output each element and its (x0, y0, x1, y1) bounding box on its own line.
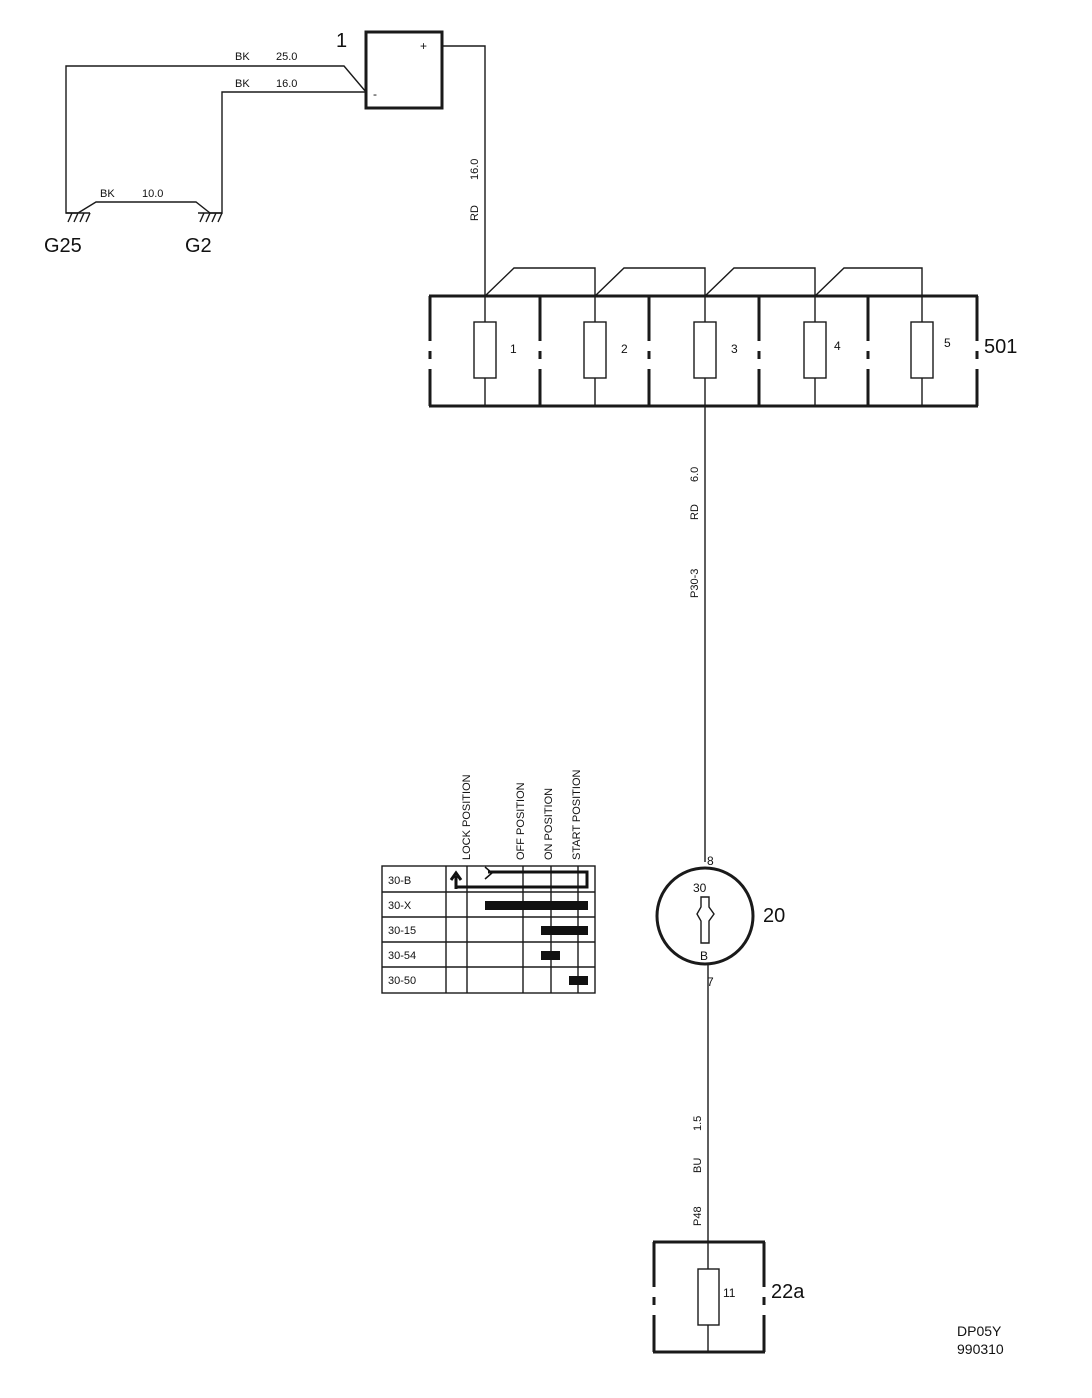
fuse-element (910, 321, 934, 379)
wire-bk-10 (77, 201, 211, 214)
wire-bk-10-size: 10.0 (142, 188, 163, 200)
wire-bk-16-color: BK (235, 78, 250, 90)
wire-bk-16 (210, 91, 366, 214)
ground-label-g2: G2 (185, 235, 212, 257)
fuse-element (697, 1268, 720, 1326)
switch-terminal-b: B (700, 949, 708, 963)
table-column-header: LOCK POSITION (461, 774, 473, 860)
switch-position-table (381, 865, 596, 994)
wire-bk-16-size: 16.0 (276, 78, 297, 90)
switch-pin-7: 7 (707, 975, 714, 989)
row-30-15-bar (541, 926, 588, 935)
wire-rd-6-size: 6.0 (689, 467, 701, 482)
battery-plus-label: + (420, 39, 427, 53)
wire-rd-16 (442, 45, 486, 296)
wire-rd-6-color: RD (689, 504, 701, 520)
fuse-number: 3 (731, 342, 738, 356)
ground-icon (66, 212, 91, 223)
chevron-icon (484, 866, 494, 880)
wire-rd-16-size: 16.0 (469, 159, 481, 180)
row-30x-bar (485, 901, 588, 910)
table-column-header: ON POSITION (543, 788, 555, 860)
fuse-box (428, 267, 979, 408)
fuse-number: 2 (621, 342, 628, 356)
wire-bu-15-size: 1.5 (692, 1116, 704, 1131)
battery-minus-label: - (373, 87, 377, 101)
ignition-switch-id: 20 (763, 905, 785, 927)
switch-pin-8: 8 (707, 854, 714, 868)
key-icon (696, 896, 715, 944)
wire-bu-15-color: BU (692, 1158, 704, 1173)
fuse-element (693, 321, 717, 379)
wire-bk-10-color: BK (100, 188, 115, 200)
fuse-element (803, 321, 827, 379)
ignition-switch (655, 866, 755, 966)
fuse-element (473, 321, 497, 379)
fuse-number: 4 (834, 339, 841, 353)
fuse-22a-id: 22a (771, 1281, 805, 1303)
ground-label-g25: G25 (44, 235, 82, 257)
table-column-header: OFF POSITION (515, 782, 527, 860)
wire-bk-25-size: 25.0 (276, 51, 297, 63)
wire-rd-16-color: RD (469, 205, 481, 221)
fuse-box-id: 501 (984, 336, 1017, 358)
wire-bu-15-connector: P48 (692, 1206, 704, 1226)
table-row-label: 30-B (388, 875, 411, 887)
row-30-54-bar (541, 951, 560, 960)
row-30-50-bar (569, 976, 588, 985)
fuse-bus-bar (484, 267, 923, 297)
switch-terminal-30: 30 (693, 881, 707, 895)
battery-box (364, 30, 444, 110)
table-row-label: 30-54 (388, 950, 416, 962)
footer-code: DP05Y (957, 1323, 1002, 1339)
ground-icon (198, 212, 223, 223)
fuse-22a-box (652, 1240, 766, 1354)
fuse-number: 1 (510, 342, 517, 356)
fuse-22a-number: 11 (723, 1286, 736, 1300)
battery-id: 1 (336, 30, 347, 52)
fuse-number: 5 (944, 336, 951, 350)
table-row-label: 30-15 (388, 925, 416, 937)
table-row-label: 30-50 (388, 975, 416, 987)
footer-date: 990310 (957, 1341, 1004, 1357)
table-column-header: START POSITION (571, 769, 583, 860)
wire-bk-25-color: BK (235, 51, 250, 63)
wire-rd-6-connector: P30-3 (689, 569, 701, 598)
table-row-label: 30-X (388, 900, 412, 912)
row-30b-path (449, 870, 589, 889)
fuse-element (583, 321, 607, 379)
